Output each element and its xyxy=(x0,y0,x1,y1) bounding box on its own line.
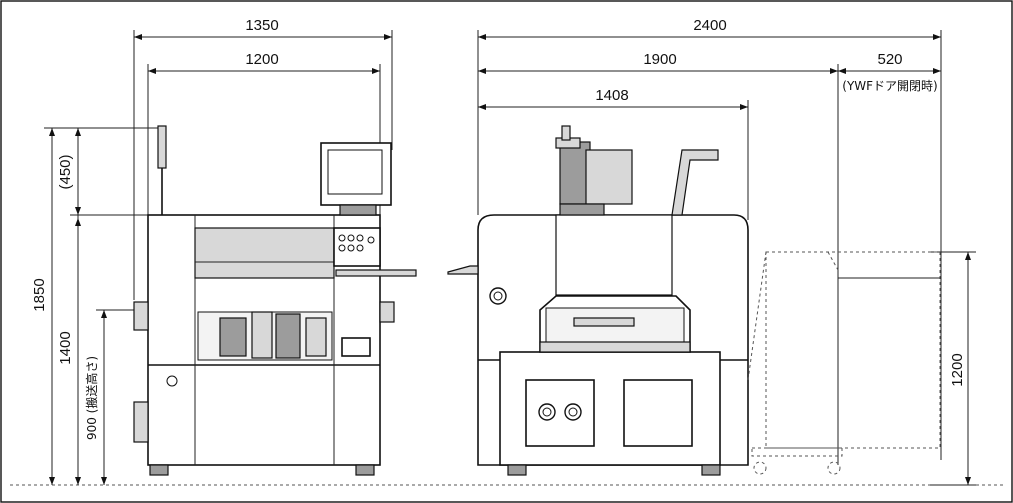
side-handle xyxy=(671,149,719,216)
dim-width-overall: 1350 xyxy=(245,17,278,34)
dim-cart-height: 1200 xyxy=(949,353,966,386)
side-head-unit xyxy=(559,141,591,205)
dim-height-overall: 1850 xyxy=(31,278,48,311)
signal-tower xyxy=(157,125,167,169)
side-left-panel xyxy=(525,379,595,447)
front-air-filter xyxy=(133,401,149,443)
dim-door-clearance: 520 xyxy=(877,51,902,68)
front-top-cover xyxy=(194,227,335,279)
dim-conveyor-height: 900 (搬送高さ) xyxy=(84,356,99,440)
dim-depth-with-cart: 1900 xyxy=(643,51,676,68)
cart-outline xyxy=(765,251,941,449)
side-view: 2400 1900 520 (YWFドア開閉時) 1408 1200 xyxy=(447,17,976,486)
dim-height-tower: (450) xyxy=(57,154,74,189)
dim-width-body: 1200 xyxy=(245,51,278,68)
side-right-panel xyxy=(623,379,693,447)
front-keyboard-tray xyxy=(335,269,417,277)
door-open-note: (YWFドア開閉時) xyxy=(842,79,937,93)
dim-depth-body: 1408 xyxy=(595,87,628,104)
dim-depth-overall: 2400 xyxy=(693,17,726,34)
front-view: 1350 1200 1850 (450) 1400 900 (搬送高さ) xyxy=(31,17,417,485)
dim-height-body: 1400 xyxy=(57,331,74,364)
